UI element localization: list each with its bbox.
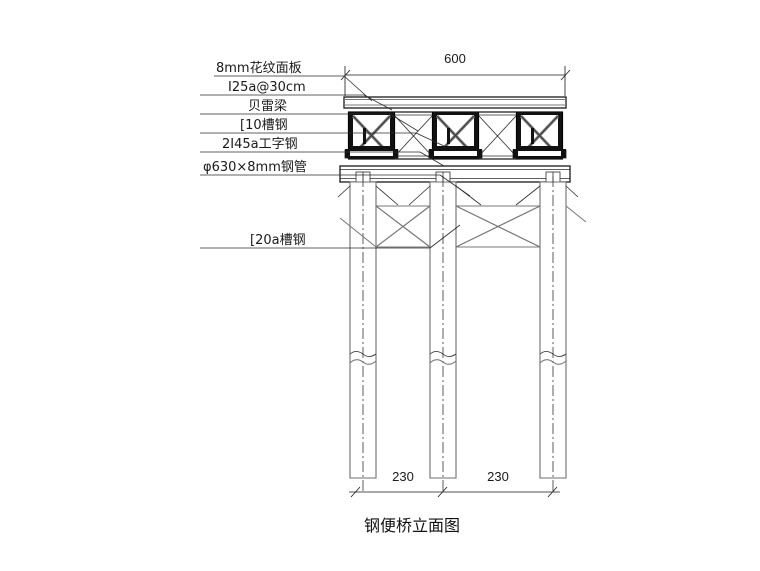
pile-middle — [429, 176, 457, 492]
annotation-label-bailey-beam: 贝雷梁 — [248, 99, 287, 114]
annotation-leaders — [200, 75, 471, 249]
deck-plate — [343, 96, 567, 109]
pile-right — [539, 176, 567, 492]
dimension-bottom-value-2: 230 — [487, 469, 509, 484]
dimension-top-value: 600 — [444, 51, 466, 66]
annotation-label-steel-pipe: φ630×8mm钢管 — [203, 160, 307, 175]
bailey-truss-assembly — [344, 111, 567, 160]
cap-beam-double-i-girder — [339, 165, 571, 183]
annotation-label-channel-10: [10槽钢 — [240, 118, 288, 133]
break-mark-middle — [429, 351, 457, 365]
break-mark-left — [349, 351, 377, 365]
brace-bay-right — [455, 205, 541, 248]
annotation-labels: 8mm花纹面板 I25a@30cm 贝雷梁 [10槽钢 2I45a工字钢 φ63… — [203, 60, 307, 248]
dimension-top-600: 600 — [340, 51, 571, 96]
truss-panel-2 — [428, 111, 483, 160]
dimension-bottom-group: 230 230 — [349, 469, 560, 498]
pile-cross-bracing — [337, 185, 587, 248]
annotation-label-double-i45a: 2I45a工字钢 — [222, 137, 298, 152]
dimension-bottom-value-1: 230 — [392, 469, 414, 484]
truss-web-diagonals — [394, 115, 517, 157]
drawing-title: 钢便桥立面图 — [364, 516, 460, 535]
steel-pipe-piles — [349, 176, 567, 492]
annotation-label-i-beam-spacing: I25a@30cm — [228, 80, 306, 95]
brace-bay-left — [375, 205, 431, 248]
pile-left — [349, 176, 377, 492]
break-mark-right — [539, 351, 567, 365]
annotation-label-deck-plate: 8mm花纹面板 — [216, 60, 302, 76]
truss-panel-3 — [512, 111, 567, 160]
truss-panel-1 — [344, 111, 399, 160]
pile-break-marks — [349, 351, 567, 365]
annotation-label-channel-20a: [20a槽钢 — [250, 233, 306, 248]
